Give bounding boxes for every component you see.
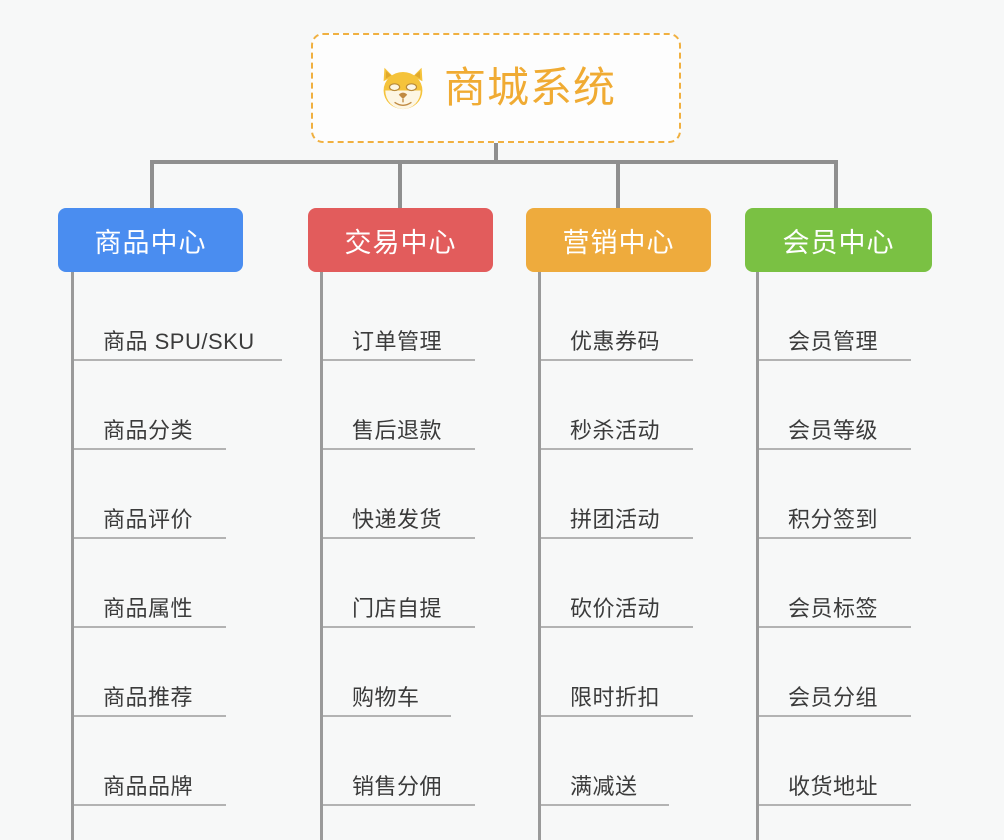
connector-drop-4 bbox=[834, 160, 838, 210]
leaf-item[interactable]: 售后退款 bbox=[320, 361, 506, 450]
leaf-label: 购物车 bbox=[352, 685, 420, 710]
leaf-item[interactable]: 商品分类 bbox=[71, 361, 257, 450]
leaf-item[interactable]: 满减送 bbox=[538, 717, 724, 806]
leaf-underline bbox=[74, 359, 282, 361]
leaf-label: 拼团活动 bbox=[570, 507, 661, 532]
leaf-underline bbox=[74, 715, 226, 717]
leaf-item[interactable]: 积分签到 bbox=[756, 450, 942, 539]
leaf-underline bbox=[323, 626, 475, 628]
leaf-label: 限时折扣 bbox=[570, 685, 661, 710]
leaf-underline bbox=[541, 537, 693, 539]
leaf-underline bbox=[74, 804, 226, 806]
leaf-item[interactable]: 门店自提 bbox=[320, 539, 506, 628]
branch-node-2[interactable]: 营销中心 bbox=[526, 208, 711, 272]
leaf-label: 砍价活动 bbox=[570, 596, 661, 621]
leaf-item[interactable]: 快递发货 bbox=[320, 450, 506, 539]
leaf-underline bbox=[759, 626, 911, 628]
leaf-label: 会员等级 bbox=[788, 418, 879, 443]
branch-node-1[interactable]: 交易中心 bbox=[308, 208, 493, 272]
shiba-dog-icon bbox=[383, 67, 423, 110]
leaf-label: 商品 SPU/SKU bbox=[103, 329, 255, 354]
leaf-item[interactable]: 商品评价 bbox=[71, 450, 257, 539]
leaf-item[interactable]: 秒杀活动 bbox=[538, 361, 724, 450]
column-spine-3 bbox=[756, 272, 759, 840]
leaf-underline bbox=[759, 448, 911, 450]
leaf-label: 快递发货 bbox=[352, 507, 443, 532]
leaf-underline bbox=[323, 448, 475, 450]
leaf-item[interactable]: 销售分佣 bbox=[320, 717, 506, 806]
leaf-column-0: 商品 SPU/SKU 商品分类商品评价商品属性商品推荐商品品牌 bbox=[71, 272, 282, 840]
leaf-underline bbox=[74, 537, 226, 539]
leaf-label: 商品评价 bbox=[103, 507, 194, 532]
leaf-label: 售后退款 bbox=[352, 418, 443, 443]
connector-horizontal-bus bbox=[150, 160, 838, 164]
connector-root-stem bbox=[494, 143, 498, 164]
leaf-item[interactable]: 会员管理 bbox=[756, 272, 942, 361]
leaf-label: 门店自提 bbox=[352, 596, 443, 621]
column-spine-1 bbox=[320, 272, 323, 840]
leaf-item[interactable]: 会员等级 bbox=[756, 361, 942, 450]
leaf-label: 收货地址 bbox=[788, 774, 879, 799]
leaf-underline bbox=[323, 359, 475, 361]
leaf-item[interactable]: 拼团活动 bbox=[538, 450, 724, 539]
leaf-item[interactable]: 商品属性 bbox=[71, 539, 257, 628]
branch-node-3[interactable]: 会员中心 bbox=[745, 208, 932, 272]
leaf-label: 商品分类 bbox=[103, 418, 194, 443]
leaf-label: 会员分组 bbox=[788, 685, 879, 710]
leaf-label: 满减送 bbox=[570, 774, 638, 799]
leaf-underline bbox=[759, 359, 911, 361]
branch-label-3: 会员中心 bbox=[782, 227, 895, 258]
leaf-underline bbox=[759, 537, 911, 539]
leaf-label: 秒杀活动 bbox=[570, 418, 661, 443]
root-node[interactable]: 商城系统 bbox=[311, 33, 681, 143]
leaf-underline bbox=[323, 537, 475, 539]
leaf-underline bbox=[541, 448, 693, 450]
branch-label-2: 营销中心 bbox=[562, 227, 675, 258]
connector-drop-2 bbox=[398, 160, 402, 210]
leaf-item[interactable]: 优惠券码 bbox=[538, 272, 724, 361]
leaf-column-1: 订单管理售后退款快递发货门店自提购物车销售分佣 bbox=[320, 272, 506, 840]
leaf-label: 商品属性 bbox=[103, 596, 194, 621]
leaf-underline bbox=[541, 359, 693, 361]
leaf-underline bbox=[323, 804, 475, 806]
leaf-underline bbox=[323, 715, 451, 717]
leaf-underline bbox=[759, 804, 911, 806]
column-spine-0 bbox=[71, 272, 74, 840]
leaf-label: 会员管理 bbox=[788, 329, 879, 354]
leaf-label: 积分签到 bbox=[788, 507, 879, 532]
leaf-item[interactable]: 限时折扣 bbox=[538, 628, 724, 717]
leaf-label: 优惠券码 bbox=[570, 329, 661, 354]
leaf-label: 会员标签 bbox=[788, 596, 879, 621]
branch-label-0: 商品中心 bbox=[94, 227, 207, 258]
leaf-underline bbox=[541, 804, 669, 806]
leaf-label: 销售分佣 bbox=[352, 774, 443, 799]
leaf-item[interactable]: 购物车 bbox=[320, 628, 506, 717]
leaf-underline bbox=[74, 448, 226, 450]
connector-drop-3 bbox=[616, 160, 620, 210]
leaf-item[interactable]: 收货地址 bbox=[756, 717, 942, 806]
leaf-label: 商品推荐 bbox=[103, 685, 194, 710]
connector-drop-1 bbox=[150, 160, 154, 210]
leaf-item[interactable]: 商品品牌 bbox=[71, 717, 257, 806]
leaf-label: 商品品牌 bbox=[103, 774, 194, 799]
leaf-column-2: 优惠券码秒杀活动拼团活动砍价活动限时折扣满减送 bbox=[538, 272, 724, 840]
column-spine-2 bbox=[538, 272, 541, 840]
branch-node-0[interactable]: 商品中心 bbox=[58, 208, 243, 272]
root-title: 商城系统 bbox=[443, 64, 616, 111]
leaf-underline bbox=[541, 715, 693, 717]
leaf-item[interactable]: 砍价活动 bbox=[538, 539, 724, 628]
leaf-item[interactable]: 商品推荐 bbox=[71, 628, 257, 717]
leaf-underline bbox=[759, 715, 911, 717]
leaf-underline bbox=[541, 626, 693, 628]
leaf-label: 订单管理 bbox=[352, 329, 443, 354]
leaf-column-3: 会员管理会员等级积分签到会员标签会员分组收货地址 bbox=[756, 272, 942, 840]
leaf-item[interactable]: 订单管理 bbox=[320, 272, 506, 361]
leaf-underline bbox=[74, 626, 226, 628]
leaf-item[interactable]: 商品 SPU/SKU bbox=[71, 272, 282, 361]
branch-label-1: 交易中心 bbox=[344, 227, 457, 258]
leaf-item[interactable]: 会员标签 bbox=[756, 539, 942, 628]
leaf-item[interactable]: 会员分组 bbox=[756, 628, 942, 717]
